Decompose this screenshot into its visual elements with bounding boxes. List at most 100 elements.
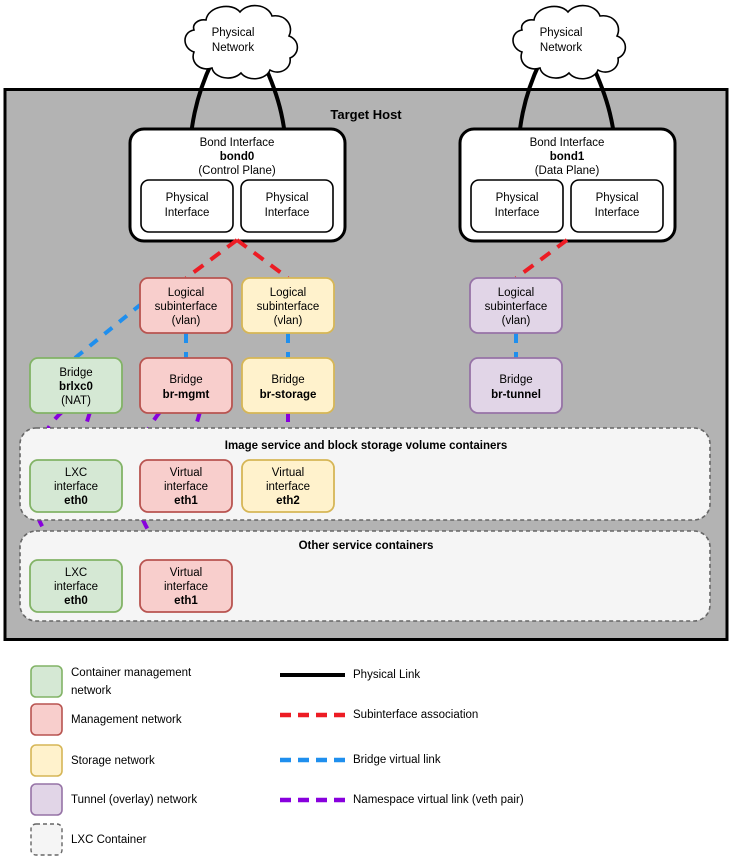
iface-eth1-other-line3: eth1 bbox=[174, 595, 198, 607]
subinterface-association-links bbox=[184, 238, 569, 280]
bond0-nic2-line1: Physical bbox=[266, 192, 309, 204]
subif-tunnel-line3: (vlan) bbox=[502, 315, 531, 327]
bridge-br-storage-line1: Bridge bbox=[271, 374, 304, 386]
iface-eth0-image-line3: eth0 bbox=[64, 495, 88, 507]
legend-physical-link: Physical Link bbox=[280, 669, 420, 681]
target-host-title: Target Host bbox=[330, 107, 402, 122]
legend-bridge-link: Bridge virtual link bbox=[280, 754, 441, 766]
legend-lxc-container: LXC Container bbox=[30, 823, 147, 856]
bridge-br-storage: Bridge br-storage bbox=[241, 357, 335, 414]
iface-eth2-image-line3: eth2 bbox=[276, 495, 300, 507]
legend-storage-network: Storage network bbox=[30, 744, 155, 777]
legend-management-network: Management network bbox=[30, 703, 182, 736]
iface-eth1-image-line1: Virtual bbox=[170, 467, 202, 479]
bridge-br-mgmt: Bridge br-mgmt bbox=[139, 357, 233, 414]
iface-eth0-image: LXC interface eth0 bbox=[29, 459, 123, 513]
bond0-nic1-line2: Interface bbox=[165, 207, 210, 219]
legend-subinterface: Subinterface association bbox=[280, 709, 478, 721]
bridge-brlxc0-line2: brlxc0 bbox=[59, 381, 93, 393]
red-link-bond0-storage bbox=[235, 238, 290, 280]
bond1-nic1-line1: Physical bbox=[496, 192, 539, 204]
iface-eth1-image-line2: interface bbox=[164, 481, 208, 493]
legend-lines: Physical Link Subinterface association B… bbox=[280, 669, 524, 806]
subif-mgmt-line2: subinterface bbox=[155, 301, 218, 313]
iface-eth2-image: Virtual interface eth2 bbox=[241, 459, 335, 513]
legend-storage-network-label: Storage network bbox=[71, 755, 155, 767]
legend-bridge-link-label: Bridge virtual link bbox=[353, 754, 441, 766]
bond0-line2: bond0 bbox=[220, 151, 255, 163]
bridge-virtual-links bbox=[73, 303, 518, 360]
bridge-brlxc0-line1: Bridge bbox=[59, 367, 92, 379]
cloud-right-line1: Physical bbox=[540, 27, 583, 39]
bridge-br-storage-line2: br-storage bbox=[260, 389, 317, 401]
bond0-nic1-line1: Physical bbox=[166, 192, 209, 204]
bond1-nic-1: Physical Interface bbox=[470, 179, 564, 233]
bridge-br-tunnel-line2: br-tunnel bbox=[491, 389, 541, 401]
container-other-service-title: Other service containers bbox=[299, 540, 434, 552]
bond1-line2: bond1 bbox=[550, 151, 585, 163]
bond0-nic-1: Physical Interface bbox=[140, 179, 234, 233]
iface-eth2-image-line2: interface bbox=[266, 481, 310, 493]
cloud-left: Physical Network bbox=[184, 4, 299, 80]
iface-eth0-other-line3: eth0 bbox=[64, 595, 88, 607]
cloud-left-line2: Network bbox=[212, 42, 254, 54]
bridge-brlxc0: Bridge brlxc0 (NAT) bbox=[29, 357, 123, 414]
legend-namespace-link: Namespace virtual link (veth pair) bbox=[280, 794, 524, 806]
subif-storage: Logical subinterface (vlan) bbox=[241, 277, 335, 334]
blue-link-brlxc0-subif-mgmt bbox=[73, 303, 142, 360]
bridge-brlxc0-line3: (NAT) bbox=[61, 395, 91, 407]
subif-mgmt-line3: (vlan) bbox=[172, 315, 201, 327]
legend-container-network-line2: network bbox=[71, 685, 112, 697]
legend-namespace-link-label: Namespace virtual link (veth pair) bbox=[353, 794, 524, 806]
bridge-br-mgmt-line1: Bridge bbox=[169, 374, 202, 386]
iface-eth0-other-line2: interface bbox=[54, 581, 98, 593]
cloud-right-line2: Network bbox=[540, 42, 582, 54]
bond1-box: Bond Interface bond1 (Data Plane) Physic… bbox=[458, 127, 677, 243]
subif-mgmt: Logical subinterface (vlan) bbox=[139, 277, 233, 334]
subif-storage-line1: Logical bbox=[270, 287, 306, 299]
subif-mgmt-line1: Logical bbox=[168, 287, 204, 299]
container-image-storage: Image service and block storage volume c… bbox=[19, 427, 711, 521]
cloud-left-line1: Physical bbox=[212, 27, 255, 39]
subif-storage-line2: subinterface bbox=[257, 301, 320, 313]
iface-eth0-other-line1: LXC bbox=[65, 567, 87, 579]
bond0-nic2-line2: Interface bbox=[265, 207, 310, 219]
legend-subinterface-label: Subinterface association bbox=[353, 709, 478, 721]
subif-tunnel: Logical subinterface (vlan) bbox=[469, 277, 563, 334]
bond0-line1: Bond Interface bbox=[200, 137, 275, 149]
iface-eth0-image-line1: LXC bbox=[65, 467, 87, 479]
bridge-br-tunnel: Bridge br-tunnel bbox=[469, 357, 563, 414]
iface-eth1-image-line3: eth1 bbox=[174, 495, 198, 507]
bond1-nic1-line2: Interface bbox=[495, 207, 540, 219]
bond0-line3: (Control Plane) bbox=[198, 165, 276, 177]
iface-eth1-other-line1: Virtual bbox=[170, 567, 202, 579]
legend-tunnel-network-label: Tunnel (overlay) network bbox=[71, 794, 197, 806]
red-link-bond0-mgmt bbox=[184, 238, 239, 280]
legend-container-network-line1: Container management bbox=[71, 667, 192, 679]
subif-tunnel-line2: subinterface bbox=[485, 301, 548, 313]
bond1-line3: (Data Plane) bbox=[535, 165, 600, 177]
legend-management-network-label: Management network bbox=[71, 714, 182, 726]
legend-tunnel-network: Tunnel (overlay) network bbox=[30, 783, 197, 816]
bond1-nic2-line1: Physical bbox=[596, 192, 639, 204]
iface-eth1-other: Virtual interface eth1 bbox=[139, 559, 233, 613]
cloud-right: Physical Network bbox=[512, 4, 627, 80]
iface-eth0-image-line2: interface bbox=[54, 481, 98, 493]
bridge-br-tunnel-line1: Bridge bbox=[499, 374, 532, 386]
bond0-nic-2: Physical Interface bbox=[240, 179, 334, 233]
container-other-service: Other service containers LXC interface e… bbox=[19, 530, 711, 622]
subif-tunnel-line1: Logical bbox=[498, 287, 534, 299]
legend-container-network: Container management network bbox=[30, 665, 192, 698]
container-image-storage-title: Image service and block storage volume c… bbox=[225, 440, 508, 452]
iface-eth0-other: LXC interface eth0 bbox=[29, 559, 123, 613]
bond1-line1: Bond Interface bbox=[530, 137, 605, 149]
iface-eth1-image: Virtual interface eth1 bbox=[139, 459, 233, 513]
legend-physical-link-label: Physical Link bbox=[353, 669, 420, 681]
bond0-box: Bond Interface bond0 (Control Plane) Phy… bbox=[128, 127, 347, 243]
bond1-nic-2: Physical Interface bbox=[570, 179, 664, 233]
bridge-br-mgmt-line2: br-mgmt bbox=[163, 389, 210, 401]
legend-swatches: Container management network Management … bbox=[30, 665, 197, 856]
subif-storage-line3: (vlan) bbox=[274, 315, 303, 327]
legend-lxc-container-label: LXC Container bbox=[71, 834, 147, 846]
